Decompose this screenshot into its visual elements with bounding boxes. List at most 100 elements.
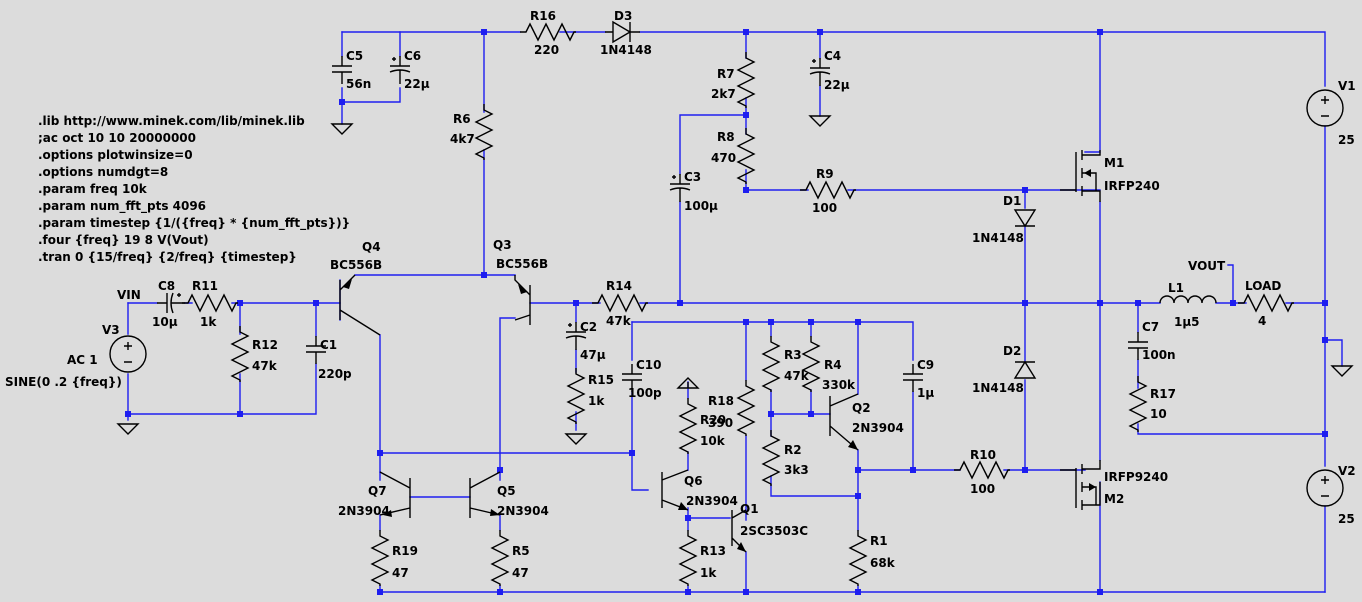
label-value: 4k7: [450, 132, 475, 146]
component-Q6[interactable]: [661, 469, 689, 511]
junction-dot: [1022, 467, 1028, 473]
component-Q5[interactable]: [469, 471, 501, 518]
label-value: 4: [1258, 314, 1266, 328]
label-value: 22µ: [404, 77, 430, 91]
component-C8[interactable]: [156, 292, 186, 314]
junction-dot: [910, 467, 916, 473]
wires: [127, 31, 1343, 593]
label-value: IRFP9240: [1104, 470, 1168, 484]
component-M2[interactable]: [1060, 460, 1101, 510]
label-ref: R5: [512, 544, 530, 558]
label-ref: C3: [684, 170, 701, 184]
label-value: 10µ: [152, 315, 178, 329]
label-value: 2N3904: [852, 421, 904, 435]
component-Q1[interactable]: [731, 509, 747, 553]
component-D3[interactable]: [605, 20, 640, 44]
label-value: 47: [512, 566, 529, 580]
component-Q7[interactable]: [379, 471, 411, 518]
directive-line: .param num_fft_pts 4096: [38, 199, 206, 214]
component-R5[interactable]: [491, 529, 509, 587]
label-ref: Q3: [493, 238, 512, 252]
junction-dot: [685, 515, 691, 521]
label-value: 1k: [588, 394, 605, 408]
label-ref: M1: [1104, 156, 1124, 170]
label-ref: L1: [1168, 281, 1184, 295]
ground-symbol: [1331, 365, 1353, 377]
junction-dot: [855, 319, 861, 325]
label-value2: SINE(0 .2 {freq}): [5, 375, 122, 389]
label-value: 47µ: [580, 348, 606, 362]
label-value: 25: [1338, 512, 1355, 526]
label-ref: Q7: [368, 484, 387, 498]
junction-dot: [1230, 300, 1236, 306]
label-value: 330k: [822, 378, 856, 392]
label-ref: LOAD: [1245, 279, 1281, 293]
component-R4[interactable]: [802, 335, 820, 393]
label-ref: C6: [404, 49, 421, 63]
directive-line: .lib http://www.minek.com/lib/minek.lib: [38, 114, 305, 128]
ground-symbol: [331, 123, 353, 135]
component-D2[interactable]: [1013, 360, 1037, 379]
label-ref: R1: [870, 534, 888, 548]
junction-dot: [743, 112, 749, 118]
junction-dot: [125, 411, 131, 417]
component-L1[interactable]: [1159, 295, 1217, 304]
component-V3[interactable]: [109, 335, 147, 373]
label-ref: R8: [717, 130, 735, 144]
component-R10[interactable]: [953, 461, 1011, 479]
component-R18[interactable]: [737, 379, 755, 437]
label-ref: D1: [1003, 194, 1021, 208]
junction-dot: [339, 99, 345, 105]
label-ref: R3: [784, 348, 802, 362]
junction-dot: [685, 589, 691, 595]
component-R1[interactable]: [849, 529, 867, 587]
label-ref: R6: [453, 112, 471, 126]
junction-dot: [237, 300, 243, 306]
junction-dot: [1097, 29, 1103, 35]
label-value: 1N4148: [600, 43, 652, 57]
label-value: 1k: [200, 315, 217, 329]
directive-line: ;ac oct 10 10 20000000: [38, 131, 196, 145]
label-value: 1N4148: [972, 381, 1024, 395]
label-ref: V1: [1338, 79, 1356, 93]
component-M1[interactable]: [1060, 150, 1101, 202]
label-value: 220: [534, 43, 559, 57]
directive-line: .four {freq} 19 8 V(Vout): [38, 233, 209, 247]
label-value: 100p: [628, 386, 662, 400]
junction-dot: [1022, 300, 1028, 306]
ground-symbol: [117, 423, 139, 435]
junction-dot: [768, 411, 774, 417]
label-value: 47: [392, 566, 409, 580]
label-ref: R18: [708, 394, 734, 408]
net-label-vout: VOUT: [1188, 259, 1226, 273]
label-value: 56n: [346, 77, 371, 91]
label-value: 22µ: [824, 78, 850, 92]
ground-symbol: [809, 115, 831, 127]
component-Q3[interactable]: [514, 275, 531, 325]
label-value: 100n: [1142, 348, 1176, 362]
junction-dot: [1022, 187, 1028, 193]
label-value: 10k: [700, 434, 726, 448]
component-R13[interactable]: [679, 529, 697, 587]
component-R20[interactable]: [679, 397, 697, 455]
label-ref: R15: [588, 373, 614, 387]
junction-dot: [313, 300, 319, 306]
label-value: 470: [711, 151, 736, 165]
junction-dot: [743, 319, 749, 325]
junction-dot: [677, 300, 683, 306]
junction-dot: [377, 589, 383, 595]
component-Q2[interactable]: [829, 393, 859, 451]
component-R3[interactable]: [762, 335, 780, 393]
component-Q4[interactable]: [339, 274, 381, 336]
component-R19[interactable]: [371, 529, 389, 587]
spice-directives[interactable]: .lib http://www.minek.com/lib/minek.lib;…: [38, 114, 350, 264]
label-value: 47k: [784, 369, 810, 383]
label-ref: R11: [192, 279, 218, 293]
component-V1[interactable]: [1306, 89, 1344, 127]
label-ref: R2: [784, 443, 802, 457]
label-ref: Q4: [362, 240, 381, 254]
directive-line: .tran 0 {15/freq} {2/freq} {timestep}: [38, 250, 297, 264]
component-D1[interactable]: [1013, 209, 1037, 228]
